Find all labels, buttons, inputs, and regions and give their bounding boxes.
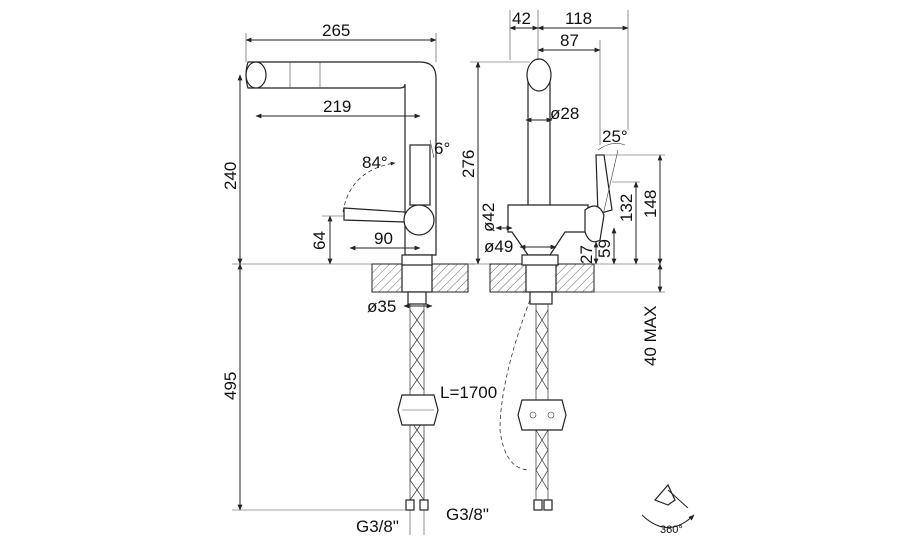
side-lever-knob	[403, 204, 435, 236]
dim-90: 90	[374, 229, 393, 248]
dim-dia-49: ø49	[484, 237, 513, 256]
dim-27: 27	[577, 245, 596, 264]
dim-495: 495	[221, 372, 240, 400]
rotation-360-icon: 360°	[641, 483, 695, 536]
dim-276: 276	[459, 150, 478, 178]
pull-out-hose	[499, 299, 531, 471]
side-hoses	[397, 304, 439, 511]
front-view: 42 118 87 ø28 25° 276 ø42 ø49 148 132 59…	[459, 9, 665, 511]
dim-42-top: 42	[512, 9, 531, 28]
dim-118: 118	[565, 9, 592, 28]
dim-265: 265	[322, 21, 350, 40]
dim-40-max: 40 MAX	[641, 306, 660, 366]
pull-out-length: L=1700	[440, 383, 497, 402]
front-spout	[527, 71, 551, 213]
front-handshower	[595, 154, 613, 215]
dim-64: 64	[310, 231, 329, 250]
thread-left: G3/8"	[356, 517, 399, 536]
dim-59: 59	[595, 239, 614, 258]
dim-240: 240	[221, 162, 240, 190]
angle-25: 25°	[602, 127, 628, 146]
angle-84: 84°	[362, 153, 388, 172]
dim-dia-35: ø35	[367, 297, 396, 316]
dim-148: 148	[641, 190, 660, 218]
side-view: 265 219 240 84° 6° 90 64 ø35	[221, 21, 497, 536]
side-lever	[343, 207, 406, 223]
dim-dia-42: ø42	[479, 203, 498, 232]
rotation-label: 360°	[660, 524, 683, 536]
dim-87: 87	[560, 31, 579, 50]
dim-dia-28: ø28	[550, 104, 579, 123]
dim-219: 219	[323, 97, 351, 116]
front-hoses	[517, 304, 567, 511]
dim-132: 132	[617, 194, 636, 222]
angle-6: 6°	[434, 139, 450, 158]
thread-right: G3/8"	[446, 505, 489, 524]
